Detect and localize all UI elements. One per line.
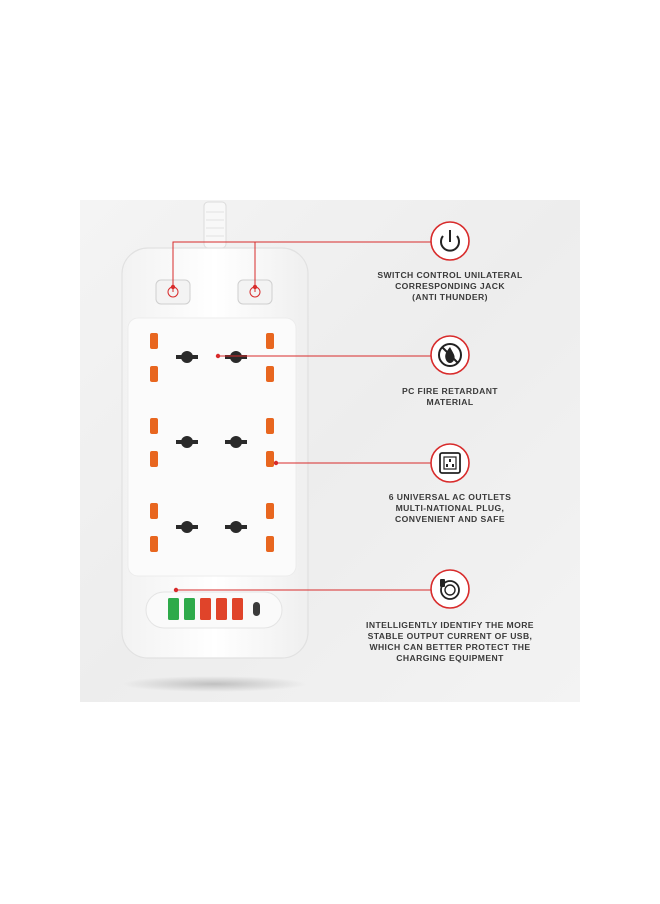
outlet-row-3: [150, 503, 274, 552]
usb-panel: [145, 591, 283, 629]
socket-icon: [430, 443, 470, 483]
feature-caption-switch: SWITCH CONTROL UNILATERAL CORRESPONDING …: [377, 270, 523, 302]
power-icon: [430, 221, 470, 261]
power-cable: [203, 201, 227, 249]
usb-ports: [168, 598, 260, 620]
strip-shadow: [122, 676, 306, 692]
usb-cable-icon: [430, 569, 470, 609]
outlet-panel: [127, 317, 297, 577]
callout-lines: [172, 241, 432, 591]
feature-caption-fire: PC FIRE RETARDANT MATERIAL: [402, 386, 498, 407]
outlet-row-2: [150, 418, 274, 467]
callout-dots: [170, 284, 279, 593]
no-fire-icon: [430, 335, 470, 375]
outlet-row-1: [150, 333, 274, 382]
feature-caption-usb: INTELLIGENTLY IDENTIFY THE MORE STABLE O…: [366, 620, 534, 663]
feature-caption-outlets: 6 UNIVERSAL AC OUTLETS MULTI-NATIONAL PL…: [388, 492, 512, 524]
